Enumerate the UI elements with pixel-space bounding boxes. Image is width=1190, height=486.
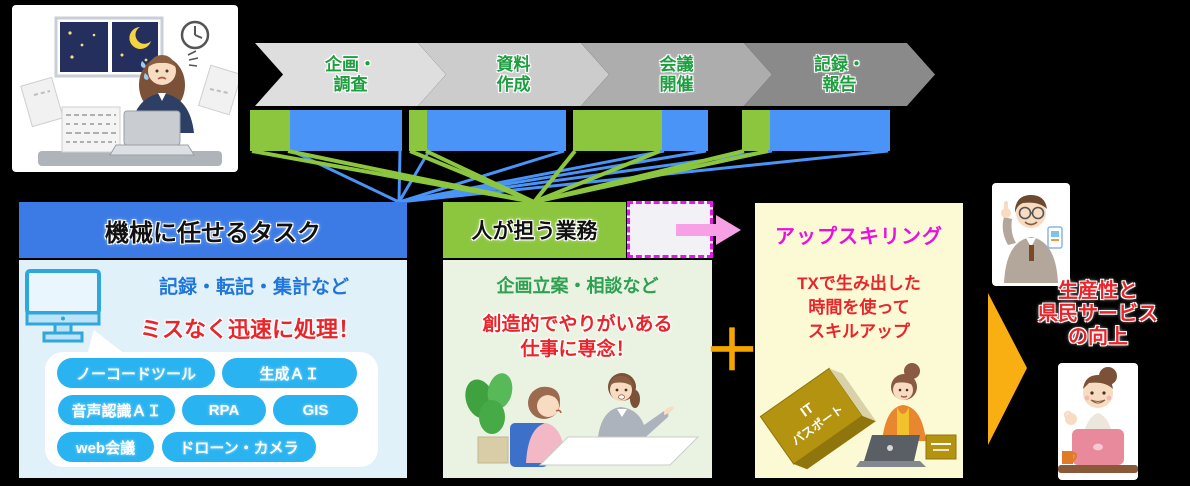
- consultation-illustration: [465, 373, 700, 467]
- machine-box-header: 機械に任せるタスク: [19, 202, 407, 258]
- outcome-text: 生産性と 県民サービス の向上: [1012, 280, 1184, 349]
- tool-pill-webmeeting: web会議: [57, 432, 154, 462]
- flow-stage-2-label-line2: 作成: [496, 74, 531, 94]
- stage1-machine-bar: [290, 110, 402, 151]
- outcome-line3: の向上: [1068, 326, 1128, 348]
- flow-stage-1-label-line1: 企画・: [325, 54, 376, 74]
- flow-stage-2: 資料 作成: [418, 43, 609, 106]
- monitor-icon: [25, 269, 101, 343]
- it-passport-book-icon: IT パスポート: [760, 367, 876, 470]
- human-box-title: 人が担う業務: [471, 220, 598, 243]
- outcome-line1: 生産性と: [1058, 280, 1138, 302]
- stage4-machine-bar: [770, 110, 890, 151]
- night-window-icon: [54, 16, 164, 78]
- moon-icon: [129, 27, 151, 49]
- flow-stage-4: 記録・ 報告: [744, 43, 935, 106]
- human-box-highlight-line1: 創造的でやりがいある: [482, 314, 673, 335]
- citizen-man-illustration: [1001, 195, 1063, 283]
- flying-paper-icon: [20, 64, 243, 128]
- human-connector-lines: [251, 149, 769, 204]
- counter-table: [538, 436, 700, 466]
- machine-box-title: 機械に任せるタスク: [105, 219, 321, 247]
- stage3-human-bar: [573, 110, 662, 151]
- upskill-illustration: IT パスポート: [760, 363, 957, 470]
- staff-woman-card: [1058, 363, 1138, 480]
- tool-pill-rpa: RPA: [182, 395, 266, 425]
- paper-stack-icon: [61, 106, 121, 153]
- clock-icon: [180, 20, 210, 50]
- citizen-man-card: [992, 183, 1070, 286]
- human-box-highlight: 創造的でやりがいある 仕事に専念！: [445, 312, 710, 362]
- upskill-box-text-line2: 時間を使って: [808, 298, 910, 317]
- machine-box-subtitle: 記録・転記・集計など: [158, 277, 349, 298]
- flow-stage-4-label-line2: 報告: [822, 74, 857, 94]
- staff-woman-illustration: [1058, 367, 1138, 473]
- flow-stage-3-label-line1: 会議: [659, 54, 694, 74]
- human-box-header: 人が担う業務: [443, 202, 626, 258]
- pink-arrow-icon: [676, 215, 741, 245]
- upskill-box-title: アップスキリング: [775, 226, 943, 248]
- plus-sign: ＋: [704, 318, 760, 382]
- upskill-box-text-line3: スキルアップ: [808, 322, 910, 341]
- overwork-illustration: [20, 16, 243, 166]
- tool-pill-gis: GIS: [273, 395, 358, 425]
- studying-woman: [856, 363, 957, 467]
- human-box-subtitle: 企画立案・相談など: [496, 276, 659, 296]
- result-arrow-icon: [988, 293, 1027, 445]
- machine-box-highlight: ミスなく迅速に処理！: [139, 317, 360, 342]
- stage3-machine-bar: [662, 110, 708, 151]
- flow-stage-3: 会議 開催: [581, 43, 772, 106]
- tool-pill-genai: 生成ＡＩ: [222, 358, 357, 388]
- outcome-line2: 県民サービス: [1038, 303, 1158, 325]
- tool-pill-voiceai: 音声認識ＡＩ: [58, 395, 175, 425]
- flow-stage-4-label-line1: 記録・: [814, 54, 865, 74]
- upskill-box-text-line1: TXで生み出した: [797, 274, 921, 293]
- plant-icon: [465, 373, 513, 464]
- laptop-icon: [109, 110, 195, 156]
- tool-pill-drone: ドローン・カメラ: [162, 432, 316, 462]
- tool-pill-nocode: ノーコードツール: [57, 358, 215, 388]
- human-box-highlight-line2: 仕事に専念！: [520, 339, 635, 360]
- flow-stage-1: 企画・ 調査: [255, 43, 446, 106]
- flow-stage-2-label-line1: 資料: [496, 54, 531, 74]
- stage2-machine-bar: [427, 110, 566, 151]
- stage2-human-bar: [409, 110, 427, 151]
- flow-stage-3-label-line2: 開催: [659, 74, 694, 94]
- machine-connector-lines: [291, 149, 889, 204]
- upskill-box-text: TXで生み出した 時間を使って スキルアップ: [757, 272, 961, 344]
- flow-stage-1-label-line2: 調査: [333, 74, 368, 94]
- stage1-human-bar: [250, 110, 290, 151]
- advisor-person: [598, 373, 674, 440]
- stage4-human-bar: [742, 110, 770, 151]
- overwork-illustration-card: [12, 5, 243, 172]
